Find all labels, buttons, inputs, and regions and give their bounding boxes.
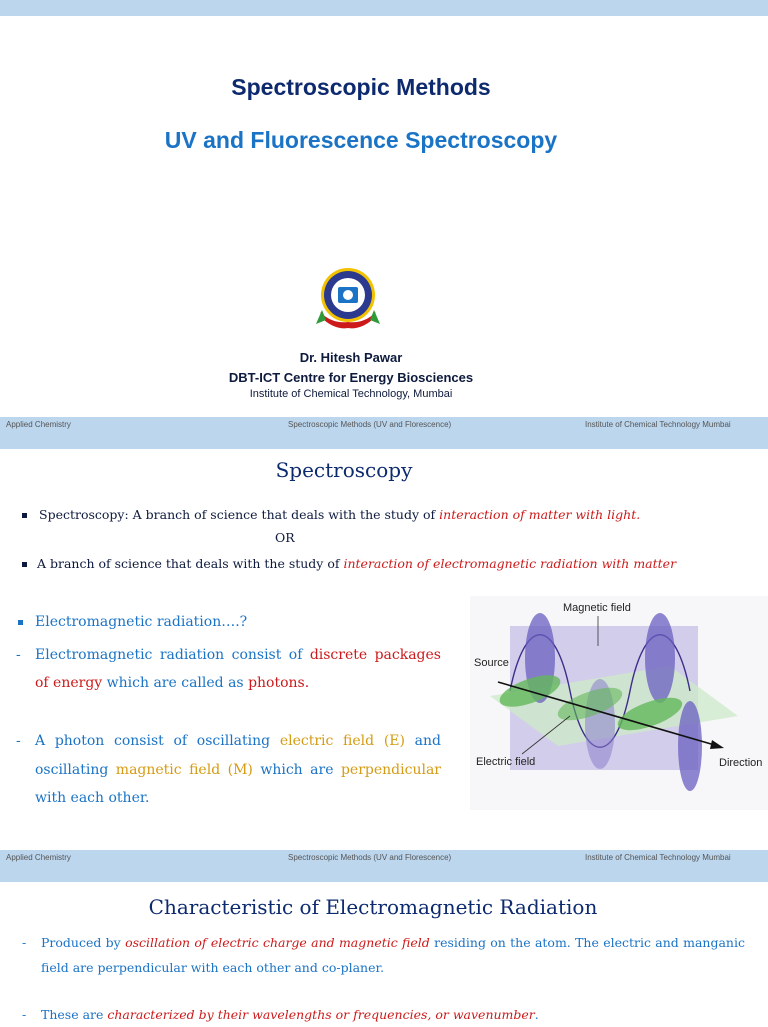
p2-text-g: with each other.	[35, 790, 150, 806]
em-question: Electromagnetic radiation….?	[18, 614, 247, 630]
footer-right: Institute of Chemical Technology Mumbai	[585, 420, 731, 429]
p2-text-d: magnetic field (M)	[115, 761, 253, 778]
centre-name: DBT-ICT Centre for Energy Biosciences	[228, 370, 474, 385]
characteristic-bullet-1: - Produced by oscillation of electric ch…	[22, 930, 745, 980]
dash-icon: -	[16, 733, 21, 749]
b2-text-a: These are	[41, 1007, 108, 1022]
p2-text-c: and oscillating	[35, 733, 441, 778]
institute-logo-icon	[316, 268, 380, 329]
p2-text-e: which are	[252, 761, 341, 778]
slide2-heading: Spectroscopy	[275, 458, 413, 482]
source-label: Source	[474, 657, 509, 669]
b2-text-c: .	[534, 1007, 539, 1022]
p1-text-b: discrete packages of energy	[35, 647, 441, 691]
footer-band: Applied Chemistry Spectroscopic Methods …	[0, 417, 768, 449]
b1-text-a: Produced by	[41, 935, 126, 950]
top-band	[0, 0, 768, 16]
b2-text-b: characterized by their wavelengths or fr…	[107, 1007, 535, 1022]
p1-text-a: Electromagnetic radiation consist of	[35, 647, 310, 663]
footer-right: Institute of Chemical Technology Mumbai	[585, 853, 731, 862]
dash-icon: -	[22, 1007, 27, 1022]
bullet-icon	[22, 513, 27, 518]
author-name: Dr. Hitesh Pawar	[299, 350, 403, 365]
photon-paragraph-2: - A photon consist of oscillating electr…	[16, 727, 441, 813]
direction-arrow-icon	[710, 740, 724, 749]
footer-center: Spectroscopic Methods (UV and Florescenc…	[288, 420, 452, 429]
footer-left: Applied Chemistry	[6, 853, 71, 862]
institute-name: Institute of Chemical Technology, Mumbai	[249, 388, 453, 400]
footer-center: Spectroscopic Methods (UV and Florescenc…	[288, 853, 452, 862]
em-wave-diagram: Magnetic field Source Electric field Dir…	[470, 596, 768, 810]
b1-text-c: residing on the atom. The electric and m…	[41, 935, 745, 975]
definition-1-emphasis: interaction of matter with light.	[439, 507, 641, 522]
em-question-text: Electromagnetic radiation….?	[35, 614, 248, 630]
definition-2-text: A branch of science that deals with the …	[37, 556, 344, 571]
dash-icon: -	[22, 935, 27, 950]
direction-label: Direction	[719, 757, 762, 769]
electric-field-label: Electric field	[476, 756, 535, 768]
p2-text-a: A photon consist of oscillating	[35, 733, 280, 749]
slide3-heading: Characteristic of Electromagnetic Radiat…	[148, 895, 598, 919]
or-text: OR	[275, 530, 295, 545]
p1-text-d: photons.	[248, 675, 310, 691]
bullet-icon	[22, 562, 27, 567]
p2-text-f: perpendicular	[340, 761, 441, 778]
b1-text-b: oscillation of electric charge and magne…	[125, 935, 430, 950]
p2-text-b: electric field (E)	[279, 733, 405, 749]
bullet-icon	[18, 619, 23, 625]
photon-paragraph-1: - Electromagnetic radiation consist of d…	[16, 641, 441, 697]
slide-title: Spectroscopic Methods	[231, 74, 491, 100]
definition-2: A branch of science that deals with the …	[22, 556, 766, 571]
slide-subtitle: UV and Fluorescence Spectroscopy	[164, 127, 558, 153]
definition-1-text: Spectroscopy: A branch of science that d…	[39, 507, 440, 522]
characteristic-bullet-2: - These are characterized by their wavel…	[22, 1002, 745, 1027]
footer-band: Applied Chemistry Spectroscopic Methods …	[0, 850, 768, 882]
dash-icon: -	[16, 647, 21, 663]
p1-text-c: which are called as	[102, 675, 249, 691]
definition-2-emphasis: interaction of electromagnetic radiation…	[343, 556, 677, 571]
definition-1: Spectroscopy: A branch of science that d…	[22, 507, 762, 522]
footer-left: Applied Chemistry	[6, 420, 71, 429]
magnetic-field-label: Magnetic field	[563, 602, 631, 614]
